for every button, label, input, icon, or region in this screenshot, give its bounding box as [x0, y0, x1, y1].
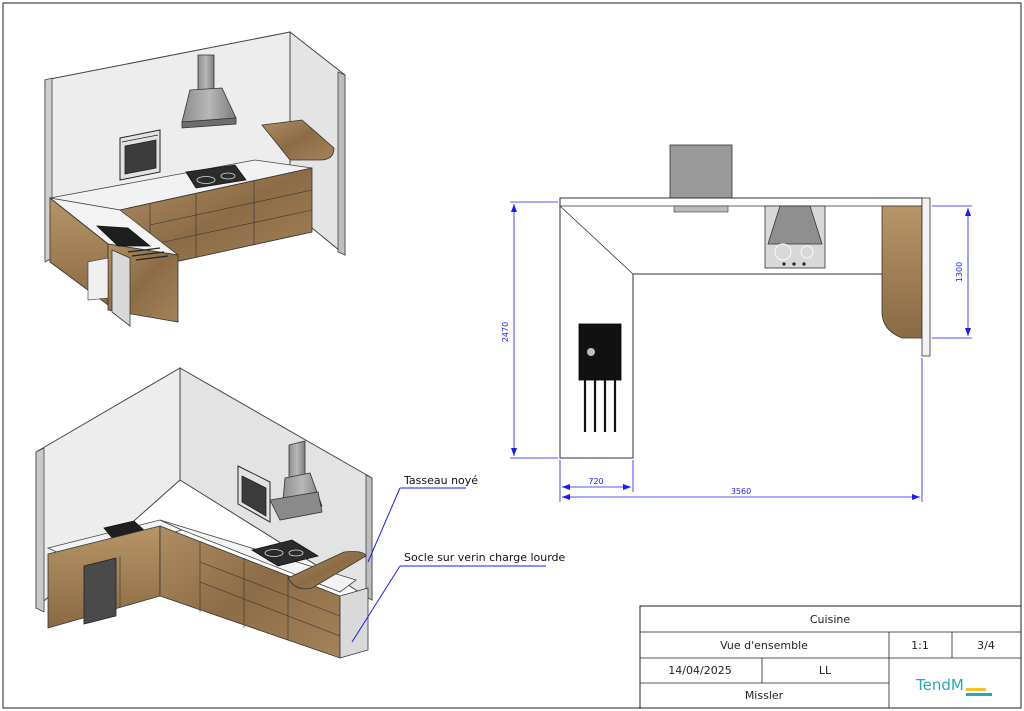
wood-shelf [261, 119, 335, 161]
annotation-socle: Socle sur verin charge lourde [351, 551, 566, 643]
title-view: Vue d'ensemble [720, 639, 808, 652]
dimension-1300 [932, 205, 972, 339]
title-sheet-number: 3/4 [977, 639, 995, 652]
title-scale: 1:1 [911, 639, 929, 652]
dimension-720-label: 720 [588, 477, 603, 486]
tendm-logo: TendM [915, 676, 992, 696]
title-initials: LL [819, 664, 832, 677]
annotation-tasseau: Tasseau noyé [367, 474, 478, 563]
logo-text: TendM [915, 676, 964, 694]
dimension-2470 [510, 201, 558, 459]
dishwasher-door [111, 249, 131, 327]
plan-wood-shelf [881, 205, 923, 339]
range-hood [181, 54, 237, 129]
wood-shelf [287, 551, 367, 590]
title-date: 14/04/2025 [668, 664, 731, 677]
title-project: Cuisine [810, 613, 850, 626]
plan-cooktop [764, 205, 826, 269]
dimension-720 [559, 460, 634, 492]
sink [95, 225, 169, 261]
title-client: Missler [745, 689, 784, 702]
plan-view [559, 144, 931, 459]
dishwasher [83, 557, 117, 625]
iso-view-top [44, 30, 346, 327]
hood-duct [669, 144, 733, 200]
dimension-2470-label: 2470 [501, 322, 510, 342]
plan-sink [578, 323, 622, 432]
annotation-socle-label: Socle sur verin charge lourde [404, 551, 566, 564]
annotation-tasseau-label: Tasseau noyé [403, 474, 478, 487]
dimension-3560-label: 3560 [731, 487, 751, 496]
cooktop [250, 539, 320, 567]
title-block: Cuisine Vue d'ensemble 1:1 3/4 14/04/202… [639, 605, 1022, 709]
dimension-3560 [559, 358, 923, 502]
iso-view-bottom [35, 367, 373, 659]
dimension-1300-label: 1300 [955, 262, 964, 282]
oven [237, 465, 271, 523]
range-hood [269, 440, 323, 521]
cooktop [185, 164, 247, 189]
oven [119, 129, 161, 181]
